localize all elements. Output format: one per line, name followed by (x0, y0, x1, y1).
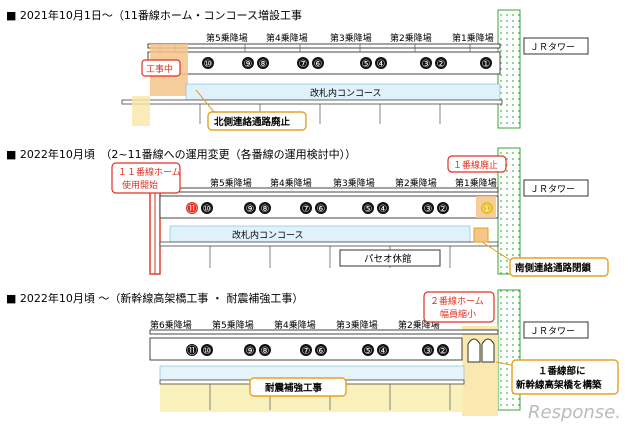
panel-1-construction-callout (141, 59, 181, 77)
panel-3-narrow-text: ２番線ホーム (430, 295, 484, 307)
panel-2-platform-label: 第1乗降場 (455, 177, 497, 189)
panel-2-platform-open-callout (111, 162, 181, 194)
panel-1-heading: ■ 2021年10月1日～（11番線ホーム・コンコース増設工事 (6, 8, 302, 22)
panel-2-track: ② (439, 204, 448, 215)
panel-3: ■ 2022年10月頃 ～（新幹線高架橋工事 ・ 耐震補強工事） 第6乗降場 第… (6, 289, 619, 416)
panel-3-track: ⑪ (187, 345, 197, 357)
panel-2-track-closed-text: １番線廃止 (453, 159, 498, 171)
panel-3-track: ⑦ (302, 346, 311, 357)
panel-1-track: ⑥ (314, 59, 323, 70)
panel-1-platform-label: 第3乗降場 (330, 32, 372, 44)
panel-3-tower-label (523, 321, 589, 339)
panel-1-track: ① (482, 59, 491, 70)
panel-2-track: ③ (424, 204, 433, 215)
panel-1-concourse-label: 改札内コンコース (310, 87, 382, 99)
panel-1: ■ 2021年10月1日～（11番線ホーム・コンコース増設工事 第5乗降場 第4… (6, 8, 589, 131)
panel-2-track: ⑩ (203, 204, 212, 215)
panel-3-platform-label: 第5乗降場 (212, 319, 254, 331)
panel-2-platform-open-text: １１番線ホーム (118, 166, 181, 178)
panel-2-tower-label (523, 179, 589, 197)
panel-1-track: ③ (422, 59, 431, 70)
panel-2-track: ④ (379, 204, 388, 215)
panel-1-track: ⑩ (204, 59, 213, 70)
panel-1-platform-label: 第1乗降場 (452, 32, 494, 44)
panel-2-paseo-box (339, 249, 441, 267)
panel-3-tower-text: ＪＲタワー (530, 326, 575, 337)
panel-2-track: ⑨ (246, 204, 255, 215)
panel-2-heading: ■ 2022年10月頃 （2~11番線への運用変更（各番線の運用検討中）） (6, 147, 356, 161)
panel-2-platform-label: 第5乗降場 (210, 177, 252, 189)
panel-1-platform-label: 第5乗降場 (206, 32, 248, 44)
panel-3-track: ② (439, 346, 448, 357)
panel-3-track: ⑤ (364, 346, 373, 357)
panel-2-tower-text: ＪＲタワー (530, 184, 575, 195)
panel-1-track: ⑤ (362, 59, 371, 70)
panel-1-track: ⑦ (299, 59, 308, 70)
panel-1-track: ④ (377, 59, 386, 70)
panel-2-track: ⑧ (261, 204, 270, 215)
panel-2-track: ⑥ (317, 204, 326, 215)
panel-2-platform-label: 第3乗降場 (333, 177, 375, 189)
panel-1-platform-label: 第4乗降場 (266, 32, 308, 44)
panel-3-track: ④ (379, 346, 388, 357)
panel-1-construction-text: 工事中 (146, 63, 173, 75)
panel-2-south-closure-callout (509, 257, 609, 277)
panel-3-track: ⑩ (203, 346, 212, 357)
panel-3-shinkansen-zone (462, 326, 498, 416)
panel-2-platform-label: 第2乗降場 (395, 177, 437, 189)
panel-3-platform-label: 第6乗降場 (150, 319, 192, 331)
panel-2: ■ 2022年10月頃 （2~11番線への運用変更（各番線の運用検討中）） 第5… (6, 147, 609, 277)
panel-2-paseo-text: パセオ休館 (364, 253, 412, 265)
panel-1-tower-label (523, 37, 589, 55)
panel-3-seismic-callout (249, 377, 347, 397)
panel-3-track: ⑨ (246, 346, 255, 357)
panel-1-closure-callout (207, 111, 307, 131)
panel-3-heading: ■ 2022年10月頃 ～（新幹線高架橋工事 ・ 耐震補強工事） (6, 291, 303, 305)
panel-1-green-structure (497, 9, 521, 129)
panel-1-track: ⑧ (259, 59, 268, 70)
panel-3-shinkansen-text: １番線部に (538, 365, 586, 377)
panel-1-track: ② (437, 59, 446, 70)
panel-2-track: ⑤ (364, 204, 373, 215)
panel-1-platform-label: 第2乗降場 (390, 32, 432, 44)
panel-2-track: ① (483, 204, 492, 215)
panel-3-track: ⑥ (317, 346, 326, 357)
panel-2-concourse (169, 225, 471, 243)
panel-2-south-closure-text: 南側連絡通路閉鎖 (515, 262, 592, 274)
watermark-text: Response. (528, 402, 621, 423)
panel-2-platform-label: 第4乗降場 (270, 177, 312, 189)
panel-3-track: ③ (424, 346, 433, 357)
panel-1-tower-text: ＪＲタワー (530, 42, 575, 53)
panel-1-closure-text: 北側連絡通路廃止 (214, 116, 291, 128)
panel-2-track: ⑪ (187, 203, 197, 215)
panel-2-platform-open-text: 使用開始 (122, 179, 158, 191)
panel-2-concourse-label: 改札内コンコース (232, 229, 304, 241)
panel-3-platform-label: 第4乗降場 (274, 319, 316, 331)
panel-1-track: ⑨ (244, 59, 253, 70)
panel-2-track-closed-callout (447, 155, 507, 173)
panel-3-shinkansen-callout (511, 359, 619, 395)
panel-3-narrow-text: 幅員縮小 (440, 308, 476, 320)
panel-2-track: ⑦ (302, 204, 311, 215)
panel-3-shinkansen-text: 新幹線高架橋を構築 (516, 379, 602, 391)
panel-3-seismic-text: 耐震補強工事 (265, 382, 323, 394)
panel-3-platform-label: 第3乗降場 (336, 319, 378, 331)
panel-3-track: ⑧ (261, 346, 270, 357)
panel-3-narrow-callout (423, 291, 495, 323)
